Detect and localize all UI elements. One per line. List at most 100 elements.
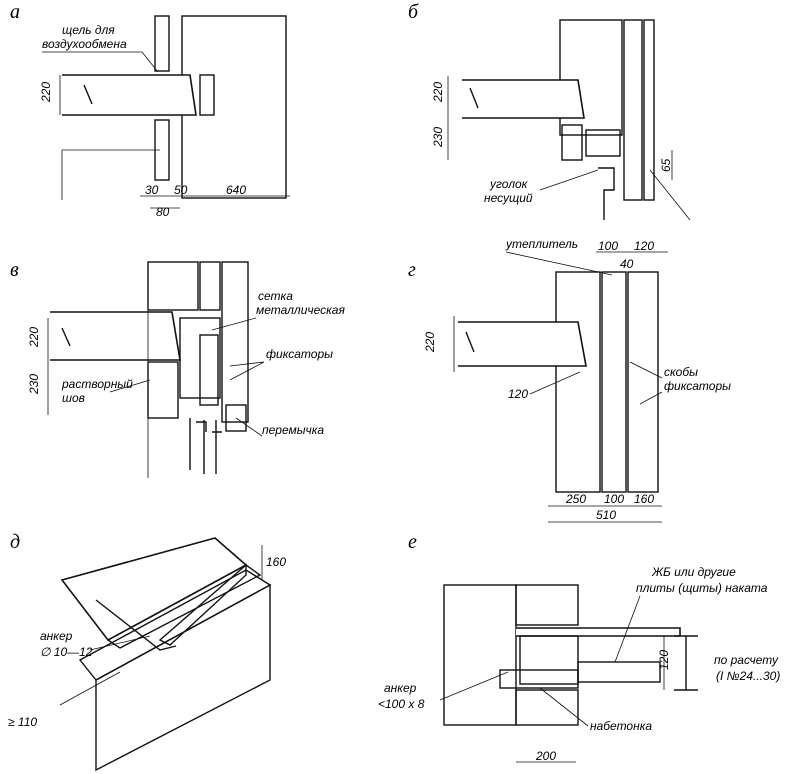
concrete-topping xyxy=(499,669,579,689)
floor-slab xyxy=(458,321,587,367)
insulation-layer xyxy=(623,19,643,201)
dim-220: 220 xyxy=(27,327,41,348)
label-insulation: утеплитель xyxy=(505,237,578,251)
dim-100-bottom: 100 xyxy=(604,492,624,506)
dim-160: 160 xyxy=(266,555,286,569)
dim-65: 65 xyxy=(659,158,673,172)
leader-line xyxy=(539,687,589,727)
panel-letter-g: г xyxy=(408,259,416,281)
brick-wall-top xyxy=(515,584,579,626)
leader-line xyxy=(109,379,151,393)
label-anchor-line2: <100 х 8 xyxy=(378,697,425,711)
label-mesh-line2: металлическая xyxy=(256,303,345,317)
dim-200: 200 xyxy=(535,749,556,763)
dim-120-top: 120 xyxy=(634,239,654,253)
label-slabs-line2: плиты (щиты) наката xyxy=(636,581,768,595)
brick-wall xyxy=(181,15,287,199)
label-fixers: фиксаторы xyxy=(266,347,333,361)
label-brackets: скобы xyxy=(664,365,698,379)
label-slot-line1: щель для xyxy=(62,23,115,37)
label-calc-line1: по расчету xyxy=(714,653,779,667)
label-mortar-line2: шов xyxy=(62,391,85,405)
label-slabs-line1: ЖБ или другие xyxy=(651,565,736,579)
leader-line xyxy=(614,595,641,663)
panel-letter-v: в xyxy=(10,259,19,281)
brick-wall-outer xyxy=(221,261,249,423)
label-topping: набетонка xyxy=(590,719,652,733)
leader-line xyxy=(42,51,159,73)
dim-50: 50 xyxy=(174,183,188,197)
brick-wall-outer xyxy=(627,271,659,493)
insulation-block xyxy=(199,74,215,116)
mortar-joint xyxy=(561,124,583,161)
lintel xyxy=(225,404,247,432)
leader-line xyxy=(629,361,663,405)
leader-line xyxy=(89,635,151,651)
dim-160: 160 xyxy=(634,492,654,506)
dim-40: 40 xyxy=(620,257,634,271)
panel-letter-b: б xyxy=(408,1,419,23)
brick-wall-inner xyxy=(147,261,199,311)
dim-80: 80 xyxy=(156,205,170,219)
i-beam-symbol xyxy=(674,635,698,691)
break-mark xyxy=(61,327,71,347)
dim-220: 220 xyxy=(39,82,53,103)
floor-slab xyxy=(462,79,585,119)
insulation-layer xyxy=(601,271,627,493)
break-mark xyxy=(465,331,475,353)
insulation-layer xyxy=(199,334,219,406)
steel-beam xyxy=(519,635,579,685)
panel-e: е ЖБ или другие плиты (щиты) наката 120 … xyxy=(378,531,780,763)
brick-wall xyxy=(443,584,517,726)
label-mesh-line1: сетка xyxy=(258,289,293,303)
leader-line xyxy=(539,169,599,191)
panel-letter-a: а xyxy=(10,1,20,23)
leader-line xyxy=(235,417,263,437)
dim-110: ≥ 110 xyxy=(8,715,37,729)
dim-510: 510 xyxy=(596,508,616,522)
dim-120-left: 120 xyxy=(508,387,528,401)
panel-g: г утеплитель 100 120 40 220 120 скобы фи… xyxy=(408,237,731,523)
dim-30: 30 xyxy=(145,183,159,197)
slab-line xyxy=(516,627,681,637)
lintel-block xyxy=(585,129,621,157)
dim-220: 220 xyxy=(423,332,437,353)
label-anchor-line2: ∅ 10—12 xyxy=(40,645,93,659)
leader-line xyxy=(505,251,613,276)
dimension-line xyxy=(59,671,121,706)
panel-d: д 160 анкер ∅ 10—12 ≥ 110 xyxy=(8,531,286,772)
brick-wall-bottom xyxy=(515,689,579,726)
slab-panel xyxy=(577,661,661,683)
leader-line xyxy=(229,361,265,381)
facing-layer xyxy=(643,19,655,201)
panel-letter-e: е xyxy=(408,531,417,553)
dim-100-top: 100 xyxy=(598,239,618,253)
label-lintel: перемычка xyxy=(262,423,324,437)
label-slot-line2: воздухообмена xyxy=(42,37,127,51)
leader-line xyxy=(649,169,691,221)
leader-line xyxy=(439,671,509,701)
panel-a: а 220 щель для воздухообмена 30 50 640 8… xyxy=(10,1,290,219)
label-mortar-line1: растворный xyxy=(61,377,133,391)
dim-250: 250 xyxy=(565,492,586,506)
anchor-rod xyxy=(95,599,177,651)
label-anchor-line1: анкер xyxy=(40,629,73,643)
break-mark xyxy=(83,84,93,105)
slab-end xyxy=(158,563,247,646)
insulation-layer-top xyxy=(154,15,170,72)
floor-slab xyxy=(50,311,181,361)
dim-640: 640 xyxy=(226,183,246,197)
leader-line xyxy=(529,371,581,395)
panel-b: б 220 230 65 уголок несущий xyxy=(408,1,691,221)
label-angle-line2: несущий xyxy=(484,191,533,205)
label-anchor-line1: анкер xyxy=(384,681,417,695)
insulation-layer-top xyxy=(199,261,221,311)
floor-slab xyxy=(62,74,197,116)
dim-120: 120 xyxy=(657,650,671,670)
dim-220: 220 xyxy=(431,82,445,103)
dim-230: 230 xyxy=(431,127,445,148)
break-mark xyxy=(469,87,479,109)
steel-angles xyxy=(189,418,222,474)
dim-230: 230 xyxy=(27,374,41,395)
